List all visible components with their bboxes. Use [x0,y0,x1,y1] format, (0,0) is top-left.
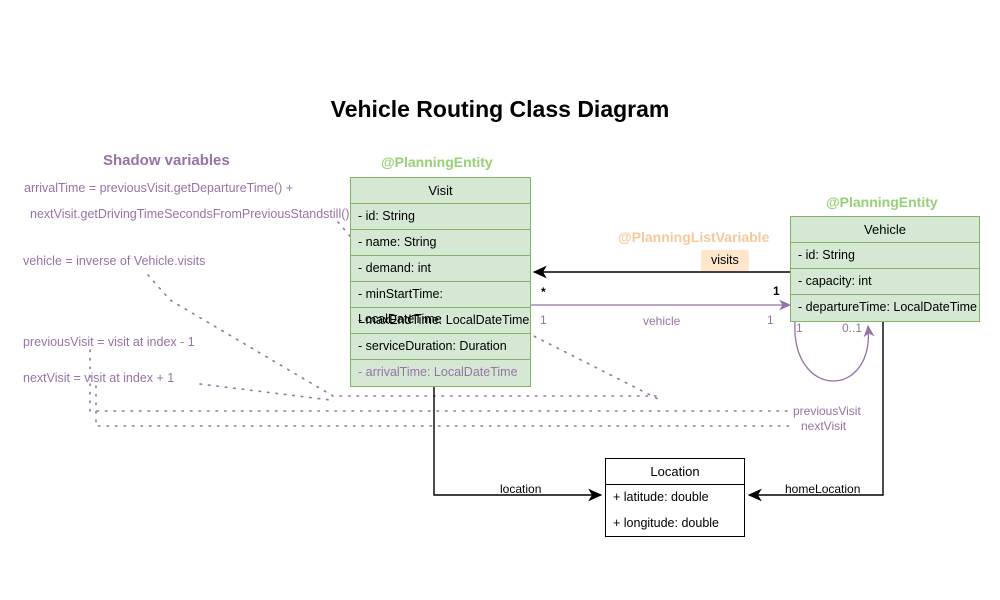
stereotype-vehicle-planningentity: @PlanningEntity [826,194,938,210]
edge-label-nextvisit: nextVisit [801,419,847,433]
shadow-variable-previousvisit: previousVisit = visit at index - 1 [23,335,195,349]
class-box-visit[interactable]: Visit - id: String - name: String - dema… [350,177,531,387]
class-attr-visit-demand: - demand: int [351,256,530,282]
class-name-vehicle: Vehicle [791,217,979,243]
edge-shadow-nextvisit [95,385,791,427]
stereotype-planninglistvariable: @PlanningListVariable [618,229,770,245]
shadow-variables-title: Shadow variables [103,152,230,169]
shadow-variable-vehicle: vehicle = inverse of Vehicle.visits [23,254,206,268]
class-attr-vehicle-departuretime: - departureTime: LocalDateTime [798,300,978,314]
class-attr-vehicle-id: - id: String [791,243,979,269]
stereotype-visit-planningentity: @PlanningEntity [381,154,493,170]
shadow-variable-nextvisit: nextVisit = visit at index + 1 [23,371,175,385]
class-box-location[interactable]: Location + latitude: double + longitude:… [605,458,745,537]
class-attr-visit-arrivaltime: - arrivalTime: LocalDateTime [358,365,518,379]
class-attr-visit-name: - name: String [351,230,530,256]
edge-label-location: location [500,482,542,496]
shadow-variable-arrivaltime-1: arrivalTime = previousVisit.getDeparture… [24,181,294,195]
class-attr-visit-maxendtime: - maxEndTime: LocalDateTime [351,308,530,334]
class-box-vehicle[interactable]: Vehicle - id: String - capacity: int - d… [790,216,980,322]
edge-shadow-nextvisit-diagonal [199,383,331,401]
edge-mult-vehicle-target: 1 [767,313,774,327]
class-attr-location-longitude: + longitude: double [613,516,719,530]
edge-label-previousvisit: previousVisit [793,404,861,418]
edge-mult-selfloop-source: 1 [796,321,803,335]
class-attr-location-latitude: + latitude: double [613,490,709,504]
class-attr-visit-serviceduration: - serviceDuration: Duration [351,334,530,360]
edge-label-visits: visits [701,250,749,271]
page-title: Vehicle Routing Class Diagram [330,96,670,122]
edge-label-homelocation: homeLocation [785,482,861,496]
edge-label-vehicle: vehicle [643,314,681,328]
edge-mult-selfloop-target: 0..1 [842,321,863,335]
edge-location [433,386,603,502]
shadow-variable-arrivaltime-2: nextVisit.getDrivingTimeSecondsFromPrevi… [30,207,350,221]
edge-mult-visits-target: * [541,285,546,299]
class-attr-visit-id: - id: String [351,204,530,230]
edge-mult-vehicle-source: 1 [540,313,547,327]
class-name-location: Location [606,459,744,485]
edge-mult-visits-source: 1 [773,284,780,298]
class-attr-visit-minstarttime: - minStartTime: LocalDateTime [351,282,530,326]
class-name-visit: Visit [351,178,530,204]
class-attr-vehicle-capacity: - capacity: int [791,269,979,295]
